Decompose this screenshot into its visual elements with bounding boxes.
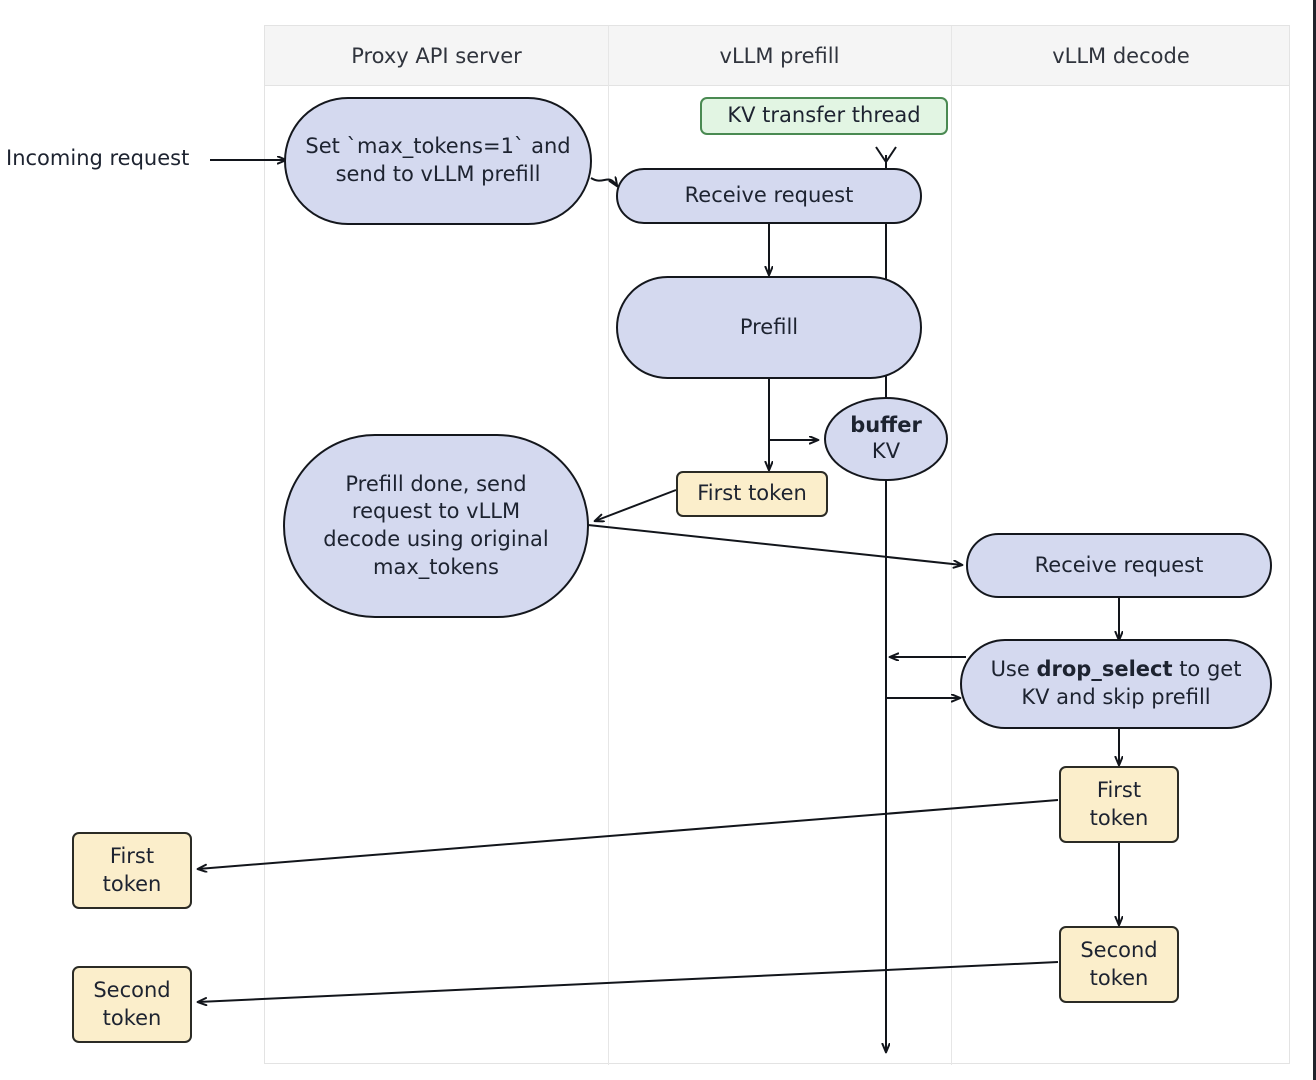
incoming-request-label: Incoming request — [6, 146, 190, 170]
lane-header-band — [265, 26, 1289, 86]
drop-select-suffix: to get KV and skip prefill — [1021, 657, 1242, 709]
node-buffer-kv[interactable]: buffer KV — [824, 397, 948, 481]
node-prefill-first-token[interactable]: First token — [676, 471, 828, 517]
node-output-first-token[interactable]: First token — [72, 832, 192, 909]
node-output-second-token[interactable]: Second token — [72, 966, 192, 1043]
buffer-kv-text: KV — [871, 439, 901, 463]
lane-header-vllm-prefill: vLLM prefill — [719, 44, 840, 68]
drop-select-prefix: Use — [990, 657, 1037, 682]
node-decode-receive-request[interactable]: Receive request — [966, 533, 1272, 598]
lane-divider-2 — [951, 26, 952, 1065]
node-drop-select[interactable]: Use drop_select to get KV and skip prefi… — [960, 639, 1272, 729]
node-prefill-done[interactable]: Prefill done, send request to vLLM decod… — [283, 434, 589, 618]
lane-header-vllm-decode: vLLM decode — [1052, 44, 1190, 68]
lane-header-proxy-api-server: Proxy API server — [351, 44, 522, 68]
node-prefill-receive-request[interactable]: Receive request — [616, 168, 922, 224]
node-decode-first-token[interactable]: First token — [1059, 766, 1179, 843]
node-set-max-tokens[interactable]: Set `max_tokens=1` and send to vLLM pref… — [284, 97, 592, 225]
node-decode-second-token[interactable]: Second token — [1059, 926, 1179, 1003]
buffer-kv-bold-text: buffer — [850, 413, 922, 438]
note-kv-transfer-thread: KV transfer thread — [700, 97, 948, 135]
lane-divider-1 — [608, 26, 609, 1065]
node-prefill[interactable]: Prefill — [616, 276, 922, 379]
drop-select-bold-text: drop_select — [1036, 657, 1173, 682]
